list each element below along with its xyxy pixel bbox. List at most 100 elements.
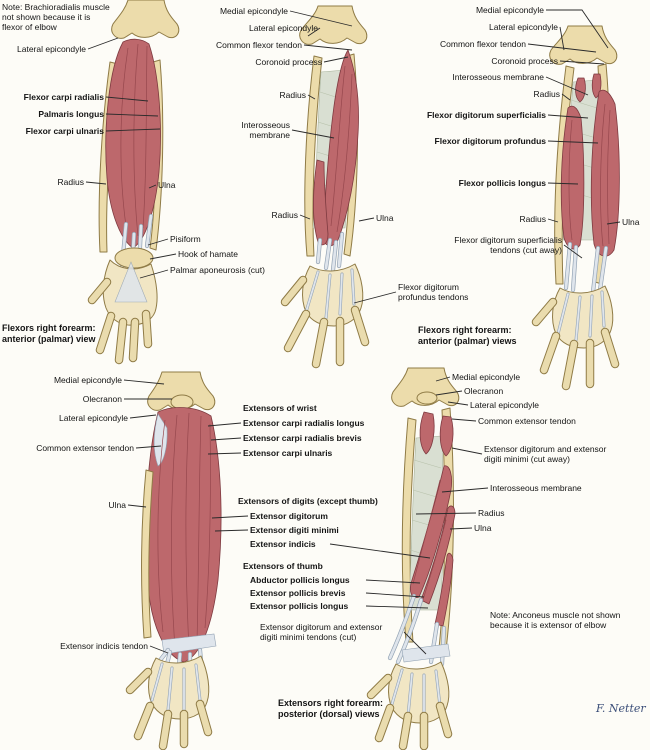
fig1-fingers <box>88 278 152 364</box>
leader-line-fig5-interosseous-membrane <box>441 487 489 493</box>
leader-line-fig3-flexor-digitorum-profundus <box>547 140 599 144</box>
label-fig3-medial-epicondyle: Medial epicondyle <box>475 5 544 15</box>
label-fig5-ed-edm-cut-away: Extensor digitorum and extensor digiti m… <box>484 444 607 465</box>
leader-line-fig4-ulna <box>127 504 147 508</box>
fig4-ulna-bone <box>141 469 154 639</box>
fig5-olecranon-shape <box>416 391 438 405</box>
label-fig5-extensor-pollicis-brevis: Extensor pollicis brevis <box>250 588 346 598</box>
leader-line-fig4-lateral-epicondyle <box>129 414 157 419</box>
leader-line-fig4-extensor-carpi-radialis-longus <box>207 422 242 427</box>
label-fig4-extensor-digiti-minimi: Extensor digiti minimi <box>250 525 339 535</box>
fig3-deep-flexors-art <box>531 25 620 391</box>
label-fig4-extensor-indicis-tendon: Extensor indicis tendon <box>60 641 148 651</box>
label-fig2-common-flexor-tendon: Common flexor tendon <box>216 40 302 50</box>
label-fig5-ulna: Ulna <box>474 523 492 533</box>
label-fig4-medial-epicondyle: Medial epicondyle <box>53 375 122 385</box>
fig2-distal-muscle <box>312 159 329 246</box>
label-fig5-caption: Extensors right forearm: posterior (dors… <box>278 698 384 720</box>
leader-line-fig2-fdp-tendons <box>353 291 397 304</box>
fig4-superficial-extensors-art <box>125 371 222 750</box>
leader-line-fig5-ed-edm-tendons-cut <box>403 631 427 655</box>
label-fig2-lateral-epicondyle: Lateral epicondyle <box>249 23 318 33</box>
leader-line-fig4-extensor-carpi-radialis-brevis <box>210 437 242 441</box>
label-fig1-caption: Flexors right forearm: anterior (palmar)… <box>2 323 96 345</box>
label-fig3-lateral-epicondyle: Lateral epicondyle <box>489 22 558 32</box>
leader-line-fig3-fds-tendons <box>563 244 583 259</box>
label-fig4-common-extensor-tendon: Common extensor tendon <box>36 443 134 453</box>
fig2-palm <box>302 263 364 327</box>
leader-line-fig3-lateral-epicondyle <box>559 26 565 51</box>
leader-line-fig4-common-extensor-tendon <box>135 445 162 449</box>
leader-line-fig4-extensor-digitorum <box>211 515 249 519</box>
leader-line-fig5-radius <box>415 512 477 515</box>
label-fig3-radius-distal: Radius <box>519 214 546 224</box>
leader-line-fig1-pisiform <box>147 238 169 246</box>
label-fig2-fdp-tendons: Flexor digitorum profundus tendons <box>398 282 469 303</box>
fig2-humerus <box>299 5 368 45</box>
fig1-palmar-aponeurosis-shape <box>114 261 148 303</box>
leader-line-fig5-abductor-pollicis-longus <box>365 579 421 584</box>
label-fig5-medial-epicondyle: Medial epicondyle <box>452 372 521 382</box>
label-fig2-ulna: Ulna <box>376 213 394 223</box>
fig5-extensor-indicis-shape <box>434 552 454 627</box>
label-fig4-lateral-epicondyle: Lateral epicondyle <box>59 413 128 423</box>
label-fig2-radius-proximal: Radius <box>279 90 306 100</box>
label-fig5-interosseous-membrane: Interosseous membrane <box>490 483 582 493</box>
label-note-anconeus: Note: Anconeus muscle not shown because … <box>490 610 621 631</box>
leader-line-fig4-extensor-carpi-ulnaris <box>207 452 242 455</box>
leader-line-fig4-extensor-digiti-minimi <box>214 529 249 532</box>
fig3-fingers <box>532 298 619 390</box>
label-fig2-interosseous-membrane: Interosseous membrane <box>241 120 290 141</box>
leader-line-fig3-flexor-digitorum-superficialis <box>547 114 589 119</box>
label-fig3-flexor-digitorum-profundus: Flexor digitorum profundus <box>434 136 546 146</box>
label-fig3-fds-tendons: Flexor digitorum superficialis tendons (… <box>454 235 562 256</box>
fig5-fingers <box>367 674 452 750</box>
fig1-humerus <box>111 0 180 39</box>
label-fig3-interosseous-membrane: Interosseous membrane <box>452 72 544 82</box>
label-fig5-olecranon: Olecranon <box>464 386 504 396</box>
label-fig2-coronoid-process: Coronoid process <box>255 57 322 67</box>
leader-line-fig2-coronoid-process <box>323 56 349 63</box>
label-fig2-medial-epicondyle: Medial epicondyle <box>219 6 288 16</box>
leader-line-fig5-extensor-pollicis-brevis <box>365 592 425 598</box>
fig1-superficial-flexors-art <box>87 0 180 365</box>
label-fig4-extensor-carpi-radialis-brevis: Extensor carpi radialis brevis <box>243 433 362 443</box>
label-fig1-palmar-aponeurosis: Palmar aponeurosis (cut) <box>170 265 265 275</box>
fig5-radius-bone <box>401 417 417 643</box>
leader-line-fig3-flexor-pollicis-longus <box>547 182 579 185</box>
leader-line-fig2-ulna <box>358 217 375 222</box>
leader-line-fig1-palmaris-longus <box>105 113 159 117</box>
leader-line-fig4-medial-epicondyle <box>123 379 165 385</box>
label-fig5-common-extensor-tendon: Common extensor tendon <box>478 416 576 426</box>
label-fig1-hook-of-hamate: Hook of hamate <box>178 249 239 259</box>
leader-line-fig5-lateral-epicondyle <box>447 401 469 406</box>
leader-line-fig1-flexor-carpi-radialis <box>105 96 149 102</box>
label-fig4-olecranon: Olecranon <box>82 394 122 404</box>
leader-line-fig5-extensor-pollicis-longus <box>365 605 429 609</box>
fig2-fingers <box>281 276 369 368</box>
leader-line-fig2-radius-distal <box>299 214 311 220</box>
leader-line-fig3-ulna <box>606 221 621 225</box>
label-fig5-extensor-pollicis-longus: Extensor pollicis longus <box>250 601 349 611</box>
fig5-cut-extensor-stubs <box>419 411 454 457</box>
label-artist-signature: F. Netter <box>596 702 646 715</box>
label-fig4-extensor-carpi-ulnaris: Extensor carpi ulnaris <box>243 448 333 458</box>
leader-line-fig2-medial-epicondyle <box>289 10 353 27</box>
label-fig3-flexor-digitorum-superficialis: Flexor digitorum superficialis <box>426 110 546 120</box>
leader-line-fig5-ulna <box>449 527 473 530</box>
label-fig1-ulna: Ulna <box>158 180 176 190</box>
leader-line-fig1-flexor-carpi-ulnaris <box>105 128 161 132</box>
leader-line-fig2-radius-proximal <box>307 94 316 100</box>
leader-line-fig1-hook-of-hamate <box>149 253 177 260</box>
label-fig3-flexor-pollicis-longus: Flexor pollicis longus <box>458 178 546 188</box>
leader-line-fig3-radius-proximal <box>561 93 571 101</box>
fig5-retinaculum <box>401 643 451 663</box>
fig4-fingers <box>126 668 212 750</box>
label-fig3-common-flexor-tendon: Common flexor tendon <box>440 39 526 49</box>
leader-line-fig5-ed-edm-cut-away <box>451 447 483 455</box>
fig3-fdp-muscle <box>590 89 620 257</box>
label-fig1-pisiform: Pisiform <box>170 234 201 244</box>
